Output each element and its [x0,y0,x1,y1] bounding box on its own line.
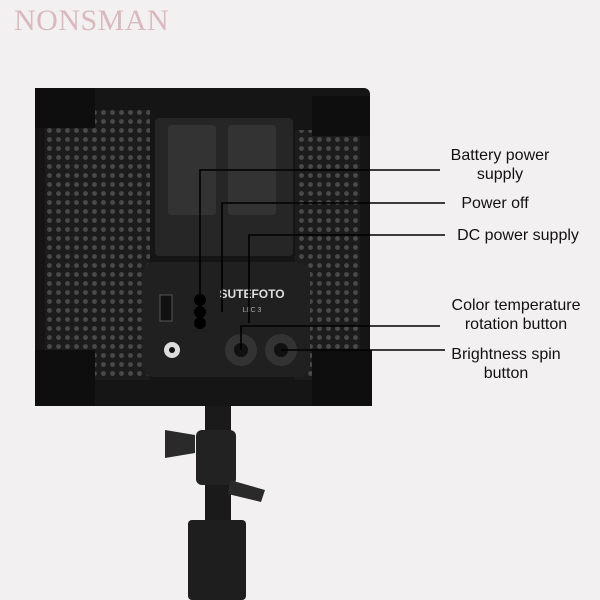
brand-text: SUTEFOTO [219,287,284,301]
callout-lines [199,169,445,351]
callout-power-off: Power off [461,195,529,212]
light-stand [165,400,265,600]
model-text: L8C 3 [243,307,262,314]
callout-color-temp: Color temperature rotation button [451,297,581,333]
panel-body: SUTEFOTO L8C 3 [35,88,372,406]
callout-dc: DC power supply [457,227,579,244]
callout-brightness: Brightness spin button [451,346,561,382]
watermark-logo: NONSMAN [14,4,170,37]
callout-battery: Battery power supply [450,147,550,183]
